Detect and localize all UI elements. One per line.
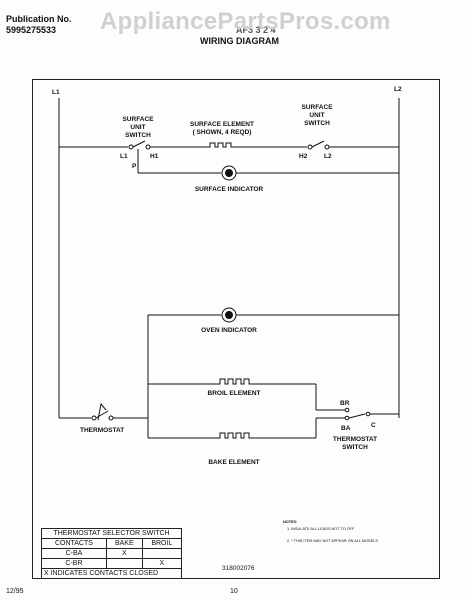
- terminal-p: P: [132, 163, 137, 170]
- oven-indicator-lamp: [221, 307, 237, 323]
- surface-indicator-label: SURFACE INDICATOR: [195, 186, 264, 193]
- svg-text:SURFACE ELEMENT: SURFACE ELEMENT: [190, 121, 254, 128]
- bake-element: [218, 432, 251, 439]
- terminal-l2: L2: [324, 153, 332, 160]
- thermostat-label: THERMOSTAT: [80, 427, 124, 434]
- thermostat-selector-table: THERMOSTAT SELECTOR SWITCH CONTACTS BAKE…: [41, 528, 183, 579]
- publication-label: Publication No.: [6, 14, 72, 24]
- svg-text:1. INSULATE ALL LEADS NOT TO O: 1. INSULATE ALL LEADS NOT TO OFF: [287, 527, 355, 531]
- surface-switch-left-label: SURFACE UNIT SWITCH: [122, 116, 154, 139]
- thermostat-selector-switch: [344, 407, 371, 421]
- svg-text:NOTES:: NOTES:: [283, 520, 297, 524]
- svg-text:SURFACE: SURFACE: [122, 116, 154, 123]
- selector-table-header: CONTACTS BAKE BROIL: [41, 538, 183, 549]
- thermostat-switch-label: THERMOSTAT SWITCH: [333, 436, 377, 451]
- page-number: 10: [230, 588, 238, 595]
- surface-element-label: SURFACE ELEMENT ( SHOWN, 4 REQD): [190, 121, 254, 136]
- thermostat-symbol: [91, 402, 114, 421]
- surface-switch-left: [128, 140, 208, 150]
- broil-element-label: BROIL ELEMENT: [208, 390, 261, 397]
- svg-text:( SHOWN, 4 REQD): ( SHOWN, 4 REQD): [193, 129, 252, 136]
- l1-label: L1: [52, 89, 60, 96]
- surface-indicator-lamp: [221, 165, 237, 181]
- svg-text:SWITCH: SWITCH: [125, 132, 151, 139]
- svg-text:2. * THIS ITEM MAY NOT APPEAR: 2. * THIS ITEM MAY NOT APPEAR ON ALL MOD…: [287, 539, 378, 543]
- diagram-frame: [32, 79, 440, 579]
- table-row: C-BR X: [41, 558, 183, 569]
- svg-text:UNIT: UNIT: [130, 124, 145, 131]
- terminal-br: BR: [340, 400, 350, 407]
- svg-text:SWITCH: SWITCH: [304, 120, 330, 127]
- footer-date: 12/95: [6, 588, 24, 595]
- diagram-number: 318002076: [222, 565, 255, 572]
- broil-element: [218, 378, 251, 385]
- terminal-l1: L1: [120, 153, 128, 160]
- publication-number: 5995275533: [6, 25, 57, 35]
- selector-table-footnote: X INDICATES CONTACTS CLOSED: [41, 568, 182, 579]
- section-title: WIRING DIAGRAM: [200, 36, 279, 46]
- bake-element-label: BAKE ELEMENT: [208, 459, 259, 466]
- watermark: AppliancePartsPros.com: [100, 8, 391, 35]
- surface-element: [208, 142, 233, 148]
- terminal-ba: BA: [341, 425, 351, 432]
- terminal-h2: H2: [299, 153, 308, 160]
- oven-indicator-label: OVEN INDICATOR: [201, 327, 257, 334]
- svg-text:SURFACE: SURFACE: [301, 104, 333, 111]
- svg-text:UNIT: UNIT: [309, 112, 324, 119]
- surface-switch-right-label: SURFACE UNIT SWITCH: [301, 104, 333, 127]
- selector-table-title: THERMOSTAT SELECTOR SWITCH: [41, 528, 182, 539]
- l2-label: L2: [394, 86, 402, 93]
- svg-text:SWITCH: SWITCH: [342, 444, 368, 451]
- surface-switch-right: [307, 140, 399, 150]
- model-code: AF3 3 2 4: [236, 25, 276, 35]
- notes: NOTES: 1. INSULATE ALL LEADS NOT TO OFF …: [283, 520, 378, 543]
- terminal-h1: H1: [150, 153, 159, 160]
- table-row: C-BA X: [41, 548, 183, 559]
- terminal-c: C: [371, 422, 376, 429]
- svg-text:THERMOSTAT: THERMOSTAT: [333, 436, 377, 443]
